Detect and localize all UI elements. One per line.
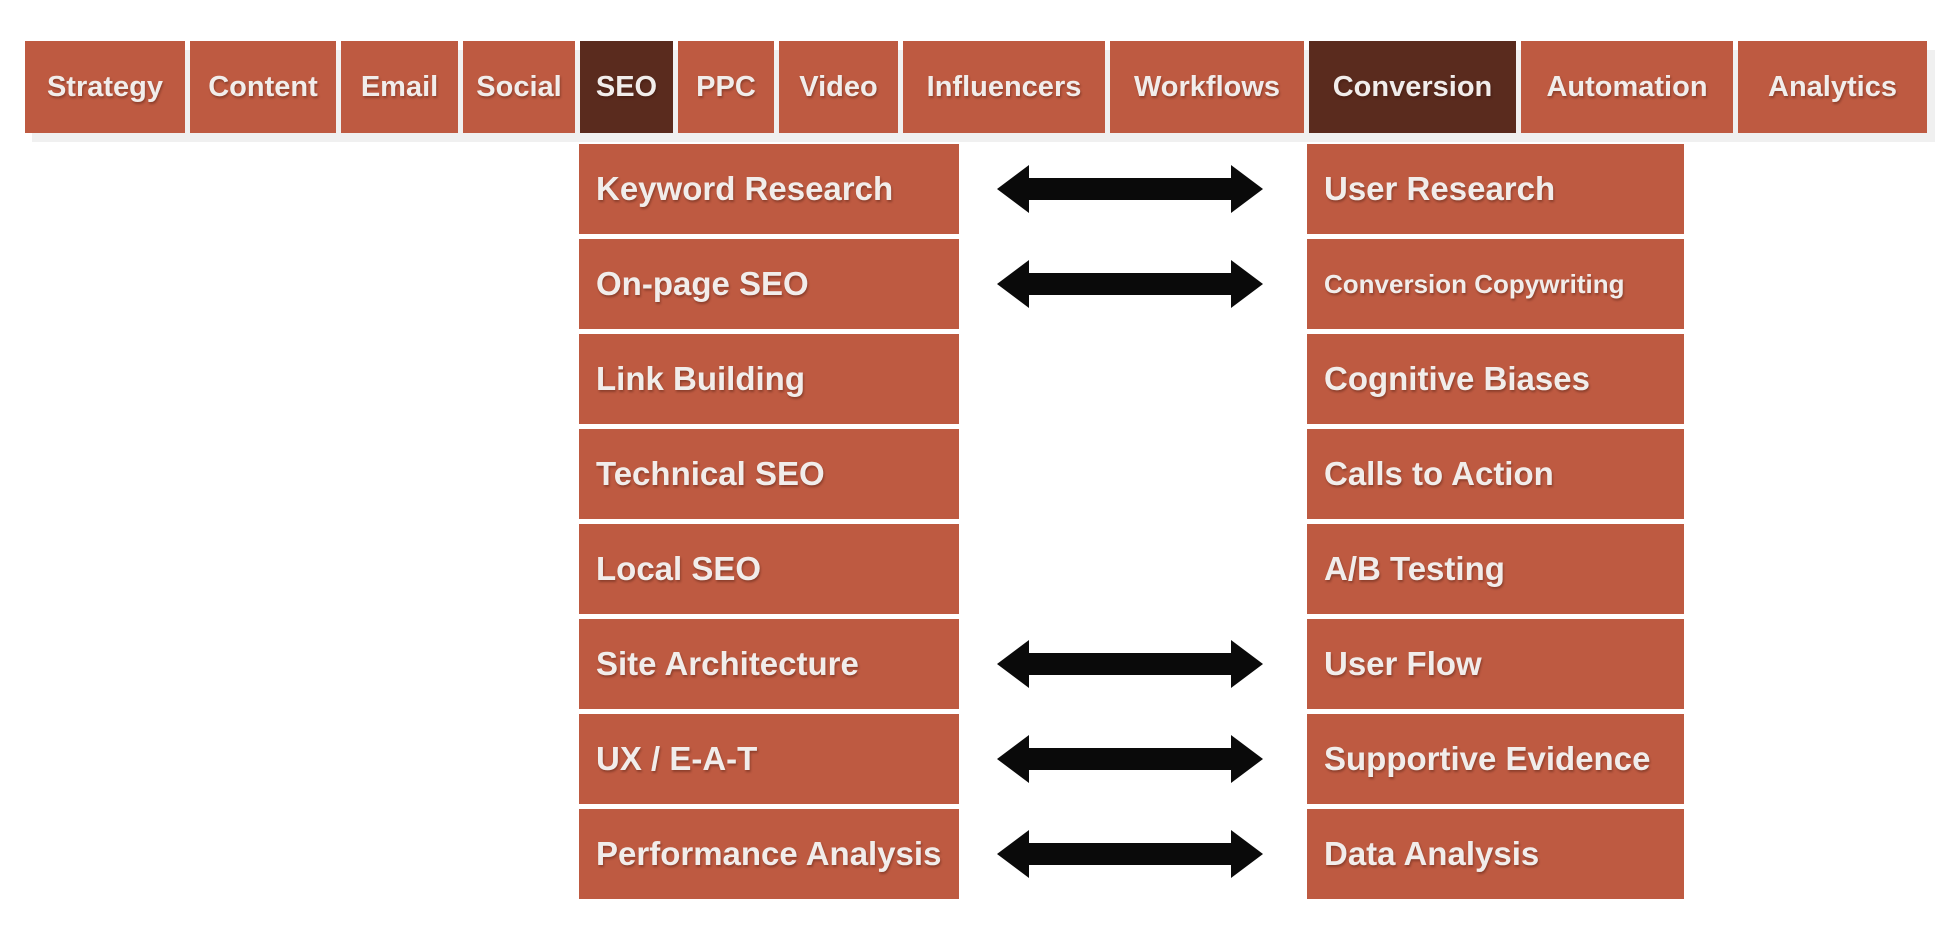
tab-seo[interactable]: SEO xyxy=(580,41,673,133)
seo-item-site-architecture[interactable]: Site Architecture xyxy=(579,619,959,709)
conversion-item-user-flow[interactable]: User Flow xyxy=(1307,619,1684,709)
conversion-item-data-analysis[interactable]: Data Analysis xyxy=(1307,809,1684,899)
conversion-item-supportive-evidence[interactable]: Supportive Evidence xyxy=(1307,714,1684,804)
tab-social[interactable]: Social xyxy=(463,41,575,133)
tab-analytics[interactable]: Analytics xyxy=(1738,41,1927,133)
seo-item-technical-seo[interactable]: Technical SEO xyxy=(579,429,959,519)
tab-workflows[interactable]: Workflows xyxy=(1110,41,1304,133)
double-arrow-icon xyxy=(997,735,1263,783)
double-arrow-icon xyxy=(997,640,1263,688)
seo-item-ux-e-a-t[interactable]: UX / E-A-T xyxy=(579,714,959,804)
conversion-item-conversion-copywriting[interactable]: Conversion Copywriting xyxy=(1307,239,1684,329)
tab-ppc[interactable]: PPC xyxy=(678,41,774,133)
tab-conversion[interactable]: Conversion xyxy=(1309,41,1516,133)
double-arrow-icon xyxy=(997,165,1263,213)
tab-video[interactable]: Video xyxy=(779,41,898,133)
seo-item-on-page-seo[interactable]: On-page SEO xyxy=(579,239,959,329)
conversion-item-a-b-testing[interactable]: A/B Testing xyxy=(1307,524,1684,614)
conversion-item-calls-to-action[interactable]: Calls to Action xyxy=(1307,429,1684,519)
seo-item-local-seo[interactable]: Local SEO xyxy=(579,524,959,614)
double-arrow-icon xyxy=(997,260,1263,308)
conversion-item-cognitive-biases[interactable]: Cognitive Biases xyxy=(1307,334,1684,424)
seo-item-performance-analysis[interactable]: Performance Analysis xyxy=(579,809,959,899)
conversion-item-user-research[interactable]: User Research xyxy=(1307,144,1684,234)
tab-automation[interactable]: Automation xyxy=(1521,41,1733,133)
tab-influencers[interactable]: Influencers xyxy=(903,41,1105,133)
double-arrow-icon xyxy=(997,830,1263,878)
tab-email[interactable]: Email xyxy=(341,41,458,133)
tab-content[interactable]: Content xyxy=(190,41,336,133)
tab-strategy[interactable]: Strategy xyxy=(25,41,185,133)
seo-item-keyword-research[interactable]: Keyword Research xyxy=(579,144,959,234)
seo-item-link-building[interactable]: Link Building xyxy=(579,334,959,424)
